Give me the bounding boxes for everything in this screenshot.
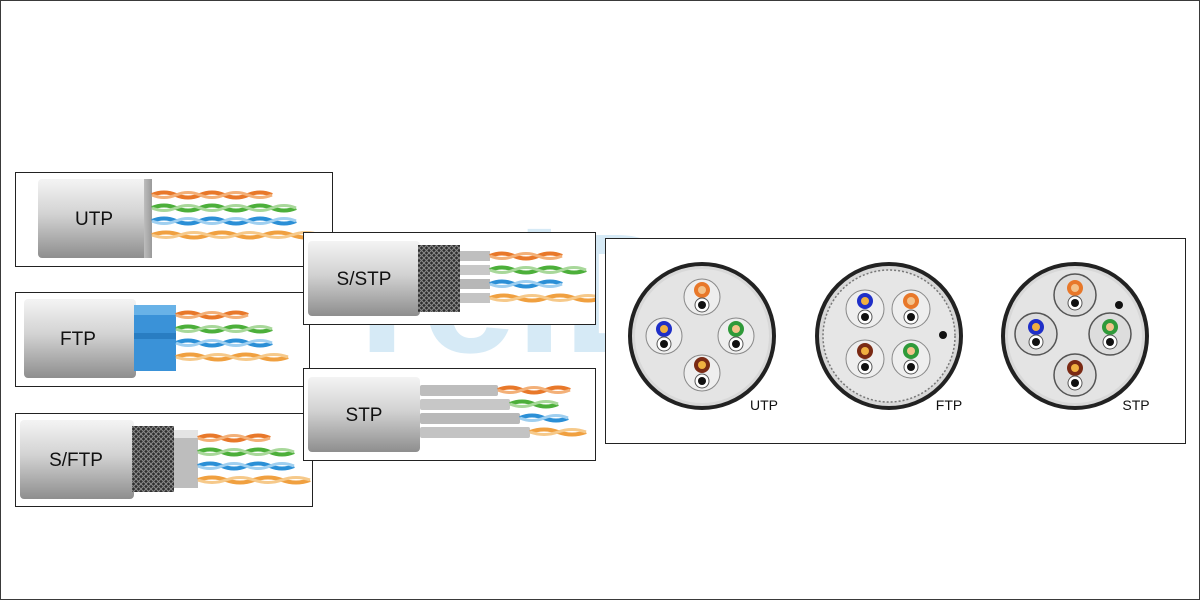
section-label: UTP [750, 397, 778, 413]
pair-blue [1014, 312, 1058, 356]
cable-panel-stp: STP [303, 368, 596, 461]
cable-label: S/STP [337, 269, 392, 290]
cable-jacket [24, 299, 136, 378]
pair-brown [683, 354, 721, 392]
drain-wire [1115, 301, 1123, 309]
pair-foils [420, 385, 530, 438]
section-label: STP [1122, 397, 1149, 413]
cable-label: FTP [60, 329, 96, 350]
cable-label: S/FTP [49, 450, 103, 471]
cable-jacket [308, 241, 420, 316]
cross-section-panel: UTP [605, 238, 1186, 444]
cross-section-ftp: FTP [815, 262, 963, 413]
pair-brown [1053, 353, 1097, 397]
twisted-pairs [489, 251, 595, 303]
pair-blue [845, 289, 885, 329]
cable-panel-sftp: S/FTP [15, 413, 313, 507]
cable-label: UTP [75, 209, 113, 230]
pair-green [1088, 312, 1132, 356]
cable-jacket [308, 377, 420, 452]
pair-green [717, 317, 755, 355]
twisted-pairs [497, 385, 587, 437]
twisted-pairs [175, 310, 289, 362]
pair-blue [645, 317, 683, 355]
pair-green [891, 339, 931, 379]
drain-wire [939, 331, 947, 339]
braid-shield [132, 426, 174, 492]
cable-jacket [20, 420, 134, 499]
pair-foils [460, 251, 490, 303]
pair-orange [891, 289, 931, 329]
cable-panel-utp: UTP [15, 172, 333, 267]
cable-label: STP [346, 405, 383, 426]
twisted-pairs [151, 190, 321, 240]
braid-shield [418, 245, 460, 312]
twisted-pairs [197, 433, 311, 485]
cable-jacket [38, 179, 150, 258]
pair-brown [845, 339, 885, 379]
cable-panel-sstp: S/STP [303, 232, 596, 325]
pair-orange [683, 278, 721, 316]
cross-section-stp: STP [1001, 262, 1150, 413]
pair-orange [1053, 273, 1097, 317]
section-label: FTP [936, 397, 962, 413]
cable-panel-ftp: FTP [15, 292, 310, 387]
foil-shield [174, 430, 198, 488]
cross-section-utp: UTP [628, 262, 778, 413]
